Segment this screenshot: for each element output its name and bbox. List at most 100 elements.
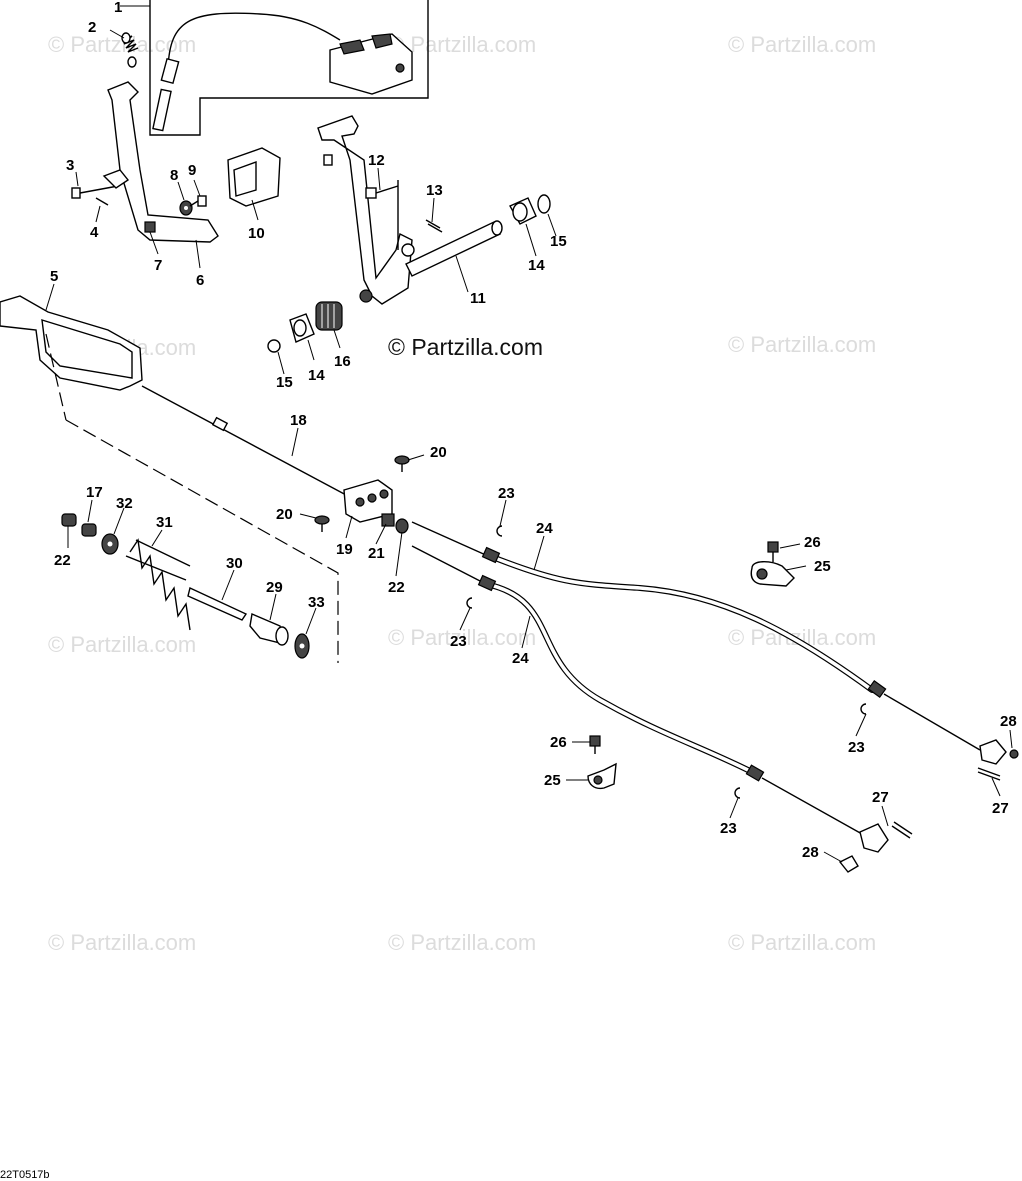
callout-4: 4 (90, 224, 99, 241)
part-22-nut-right (395, 518, 409, 534)
part-2-spring (121, 32, 139, 68)
watermark: © Partzilla.com (728, 32, 876, 57)
callout-27-right: 27 (992, 800, 1009, 817)
part-23-clip-d (734, 787, 741, 799)
part-24-cable-lower (411, 545, 863, 835)
callout-28-lower: 28 (802, 844, 819, 861)
callout-14-right: 14 (528, 257, 545, 274)
callout-25-upper: 25 (814, 558, 831, 575)
part-15-washer-left (267, 339, 281, 353)
part-15-washer-right (537, 194, 551, 214)
watermark: © Partzilla.com (388, 625, 536, 650)
part-30-pin (187, 587, 248, 621)
callout-27-lower: 27 (872, 789, 889, 806)
callout-21: 21 (368, 545, 385, 562)
part-31-coil-spring (125, 538, 191, 631)
part-23-clip-a (496, 525, 503, 537)
callout-6: 6 (196, 272, 204, 289)
callout-17: 17 (86, 484, 103, 501)
callout-5: 5 (50, 268, 58, 285)
part-11-shaft (405, 220, 503, 277)
part-29-bushing (249, 613, 289, 646)
part-28-clevis-lower (838, 823, 889, 873)
callout-28-right: 28 (1000, 713, 1017, 730)
part-33-washer (294, 633, 310, 659)
part-9-bolt (189, 195, 207, 207)
callouts: 1 2 3 4 5 6 7 8 9 10 11 12 13 14 15 14 1… (50, 0, 1017, 861)
callout-1: 1 (114, 0, 122, 16)
part-27-pin-right (977, 767, 1001, 781)
center-watermark: © Partzilla.com (388, 334, 543, 360)
part-14-bushing-left (289, 313, 315, 343)
callout-20-upper: 20 (430, 444, 447, 461)
part-12-pedal-arm (317, 115, 415, 305)
watermark: © Partzilla.com (728, 332, 876, 357)
callout-7: 7 (154, 257, 162, 274)
part-10-pedal-pad (227, 147, 281, 207)
part-28-clevis-right (979, 739, 1019, 765)
watermark: © Partzilla.com (48, 930, 196, 955)
callout-23-c: 23 (848, 739, 865, 756)
callout-23-a: 23 (498, 485, 515, 502)
assembly-outline (65, 419, 339, 663)
part-3-bolt (71, 169, 130, 199)
callout-10: 10 (248, 225, 265, 242)
callout-25-lower: 25 (544, 772, 561, 789)
callout-11: 11 (470, 290, 486, 307)
callout-15-left: 15 (276, 374, 293, 391)
callout-14-left: 14 (308, 367, 325, 384)
callout-12: 12 (368, 152, 385, 169)
callout-26-upper: 26 (804, 534, 821, 551)
part-24-cable-upper (411, 521, 981, 751)
callout-9: 9 (188, 162, 196, 179)
callout-2: 2 (88, 19, 96, 36)
part-18-rod (141, 385, 349, 497)
watermark: © Partzilla.com (388, 930, 536, 955)
callout-18: 18 (290, 412, 307, 429)
callout-8: 8 (170, 167, 178, 184)
callout-19: 19 (336, 541, 353, 558)
callout-22-right: 22 (388, 579, 405, 596)
part-26-screw-upper (767, 541, 779, 562)
part-32-washer (101, 533, 119, 555)
callout-13: 13 (426, 182, 443, 199)
callout-16: 16 (334, 353, 351, 370)
callout-29: 29 (266, 579, 283, 596)
part-13-pin (425, 219, 443, 233)
watermark: © Partzilla.com (728, 930, 876, 955)
part-20-screw-lower (314, 515, 330, 532)
watermark: © Partzilla.com (388, 32, 536, 57)
part-23-clip-b (466, 597, 473, 609)
callout-15-right: 15 (550, 233, 567, 250)
part-23-clip-c (860, 703, 867, 715)
part-4-pin (95, 197, 109, 206)
callout-23-d: 23 (720, 820, 737, 837)
callout-24-lower: 24 (512, 650, 529, 667)
callout-20-lower: 20 (276, 506, 293, 523)
part-14-bushing-right (509, 197, 537, 225)
watermark: © Partzilla.com (48, 632, 196, 657)
part-5-pedal-housing (0, 295, 143, 421)
callout-26-lower: 26 (550, 734, 567, 751)
callout-31: 31 (156, 514, 173, 531)
part-8-washer (179, 200, 193, 216)
callout-30: 30 (226, 555, 243, 572)
callout-3: 3 (66, 157, 74, 174)
part-20-screw-upper (394, 455, 410, 472)
part-16-spring (315, 301, 343, 331)
part-27-pin-lower (891, 821, 913, 839)
part-25-clamp-upper (750, 561, 795, 587)
drawing-code: 22T0517b (0, 1169, 50, 1181)
callout-23-b: 23 (450, 633, 467, 650)
part-21-nut (381, 513, 395, 527)
part-1-brake-switch (149, 0, 429, 136)
part-17-nut (81, 523, 97, 537)
callout-33: 33 (308, 594, 325, 611)
part-7-nut (144, 221, 156, 233)
part-25-clamp-lower (587, 762, 617, 790)
part-22-nut-left (61, 513, 77, 527)
part-26-screw-lower (589, 735, 601, 754)
callout-32: 32 (116, 495, 133, 512)
callout-24-upper: 24 (536, 520, 553, 537)
